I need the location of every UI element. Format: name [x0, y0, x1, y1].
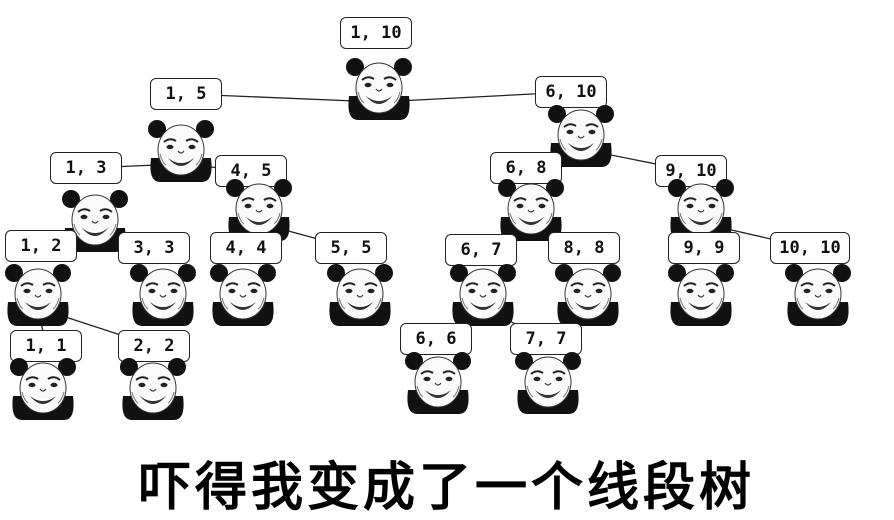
node-label: 3, 3 — [118, 232, 190, 264]
node-label: 10, 10 — [770, 232, 850, 264]
panda-meme-face-icon — [450, 262, 516, 326]
panda-meme-face-icon — [515, 350, 581, 414]
node-label: 6, 8 — [490, 152, 562, 184]
node-label: 5, 5 — [315, 232, 387, 264]
panda-meme-face-icon — [5, 262, 71, 326]
panda-meme-face-icon — [62, 188, 128, 252]
panda-meme-face-icon — [130, 262, 196, 326]
node-label: 1, 2 — [5, 230, 77, 262]
node-label: 7, 7 — [510, 323, 582, 355]
panda-meme-face-icon — [668, 262, 734, 326]
panda-meme-face-icon — [10, 356, 76, 420]
node-label: 4, 5 — [215, 155, 287, 187]
node-label: 6, 6 — [400, 323, 472, 355]
panda-meme-face-icon — [555, 262, 621, 326]
panda-meme-face-icon — [346, 56, 412, 120]
node-label: 1, 1 — [10, 330, 82, 362]
node-label: 9, 10 — [655, 155, 727, 187]
panda-meme-face-icon — [327, 262, 393, 326]
panda-meme-face-icon — [405, 350, 471, 414]
panda-meme-face-icon — [210, 262, 276, 326]
node-label: 4, 4 — [210, 232, 282, 264]
panda-meme-face-icon — [148, 118, 214, 182]
node-label: 1, 10 — [340, 17, 412, 49]
panda-meme-face-icon — [548, 103, 614, 167]
caption: 吓得我变成了一个线段树 — [138, 457, 755, 518]
node-label: 6, 7 — [445, 234, 517, 266]
node-label: 6, 10 — [535, 76, 607, 108]
node-label: 8, 8 — [548, 232, 620, 264]
panda-meme-face-icon — [120, 356, 186, 420]
node-label: 2, 2 — [118, 330, 190, 362]
node-label: 9, 9 — [668, 232, 740, 264]
panda-meme-face-icon — [498, 177, 564, 241]
panda-meme-face-icon — [785, 262, 851, 326]
node-label: 1, 3 — [50, 152, 122, 184]
node-label: 1, 5 — [150, 78, 222, 110]
